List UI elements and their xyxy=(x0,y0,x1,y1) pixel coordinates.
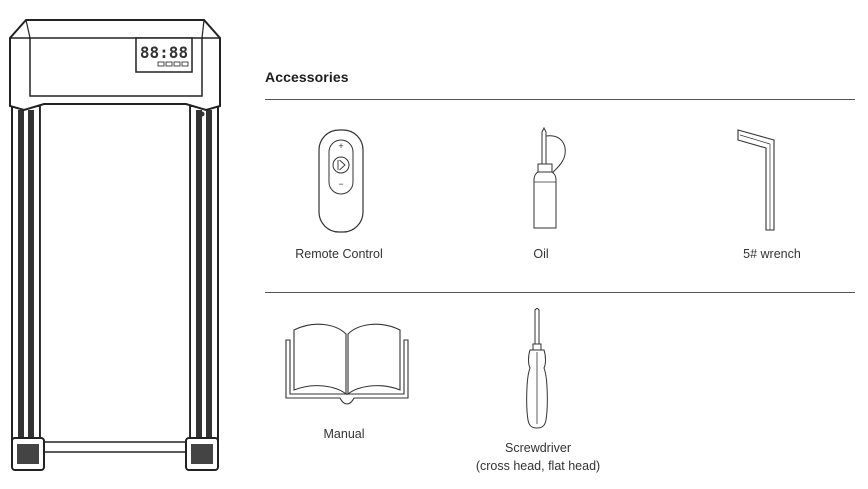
manual-book-icon xyxy=(285,323,409,405)
left-rail xyxy=(11,105,41,445)
oil-bottle-icon xyxy=(533,126,566,229)
rear-bar xyxy=(39,441,191,453)
hex-wrench-icon xyxy=(737,129,775,231)
remote-minus-symbol: − xyxy=(338,179,343,189)
section-title: Accessories xyxy=(265,69,349,85)
display-readout: 88:88 xyxy=(140,43,188,62)
running-belt xyxy=(39,97,191,445)
remote-plus-symbol: + xyxy=(338,141,343,151)
screwdriver-label: Screwdriver xyxy=(505,441,571,455)
screwdriver-sublabel: (cross head, flat head) xyxy=(475,459,601,473)
manual-label: Manual xyxy=(323,427,365,441)
oil-label: Oil xyxy=(533,247,549,261)
console-display: 88:88 xyxy=(135,37,193,73)
safety-key-icon xyxy=(199,111,205,117)
right-rail xyxy=(189,105,219,445)
divider-top xyxy=(265,99,855,100)
treadmill-illustration: 88:88 xyxy=(9,19,221,471)
wrench-label: 5# wrench xyxy=(743,247,801,261)
remote-control-icon: + − xyxy=(318,129,364,233)
remote-control-label: Remote Control xyxy=(295,247,383,261)
divider-middle xyxy=(265,292,855,293)
screwdriver-icon xyxy=(526,308,548,429)
